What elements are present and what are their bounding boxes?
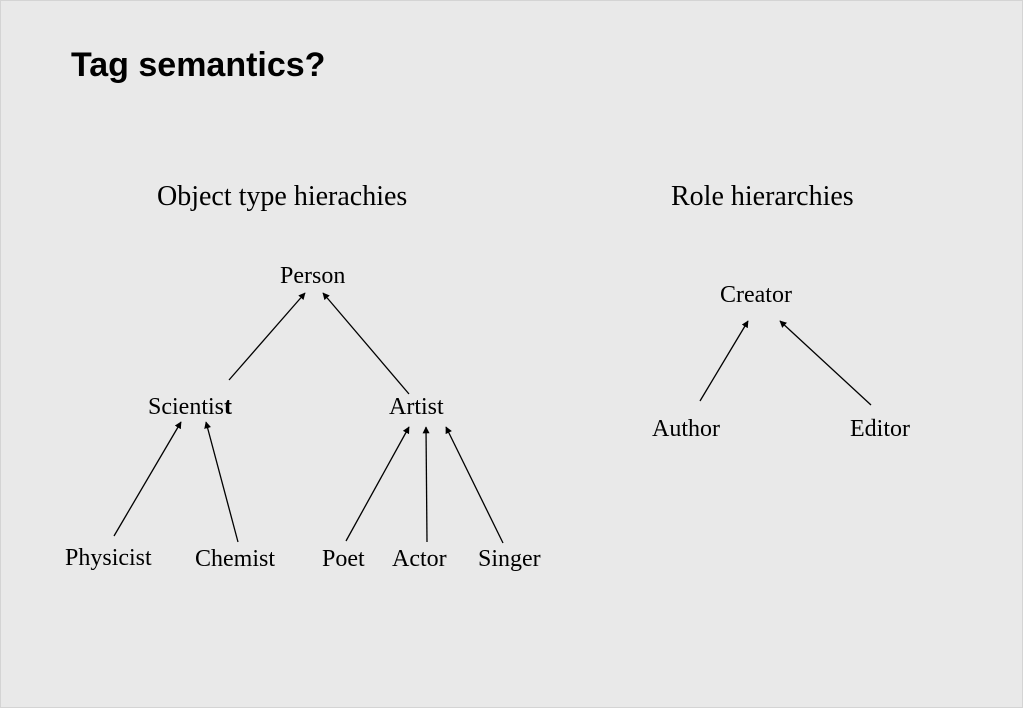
slide-title: Tag semantics? (71, 46, 326, 84)
node-poet: Poet (322, 546, 365, 572)
arrow-singer-to-artist (445, 426, 504, 544)
node-scientist-label: Scientis (148, 394, 224, 420)
arrow-poet-to-artist (345, 426, 410, 542)
node-chemist: Chemist (195, 546, 276, 572)
node-person: Person (280, 263, 346, 289)
arrow-author-to-creator (699, 320, 749, 402)
arrow-chemist-to-scientist (204, 421, 239, 543)
node-scientist: Scientist (148, 395, 232, 419)
object-hierarchy-heading: Object type hierachies (157, 181, 408, 212)
node-editor: Editor (850, 416, 910, 442)
arrow-artist-to-person (322, 292, 410, 395)
role-hierarchy-heading: Role hierarchies (671, 181, 854, 212)
node-creator: Creator (720, 282, 792, 308)
node-artist: Artist (389, 394, 444, 420)
arrow-physicist-to-scientist (113, 421, 182, 537)
node-scientist-last-letter: t (224, 394, 232, 420)
node-author: Author (652, 416, 720, 442)
arrow-actor-to-artist (422, 426, 430, 543)
node-singer: Singer (478, 546, 541, 572)
node-actor: Actor (392, 546, 447, 572)
arrow-editor-to-creator (779, 320, 872, 406)
node-physicist: Physicist (65, 545, 152, 571)
arrow-scientist-to-person (228, 292, 306, 381)
